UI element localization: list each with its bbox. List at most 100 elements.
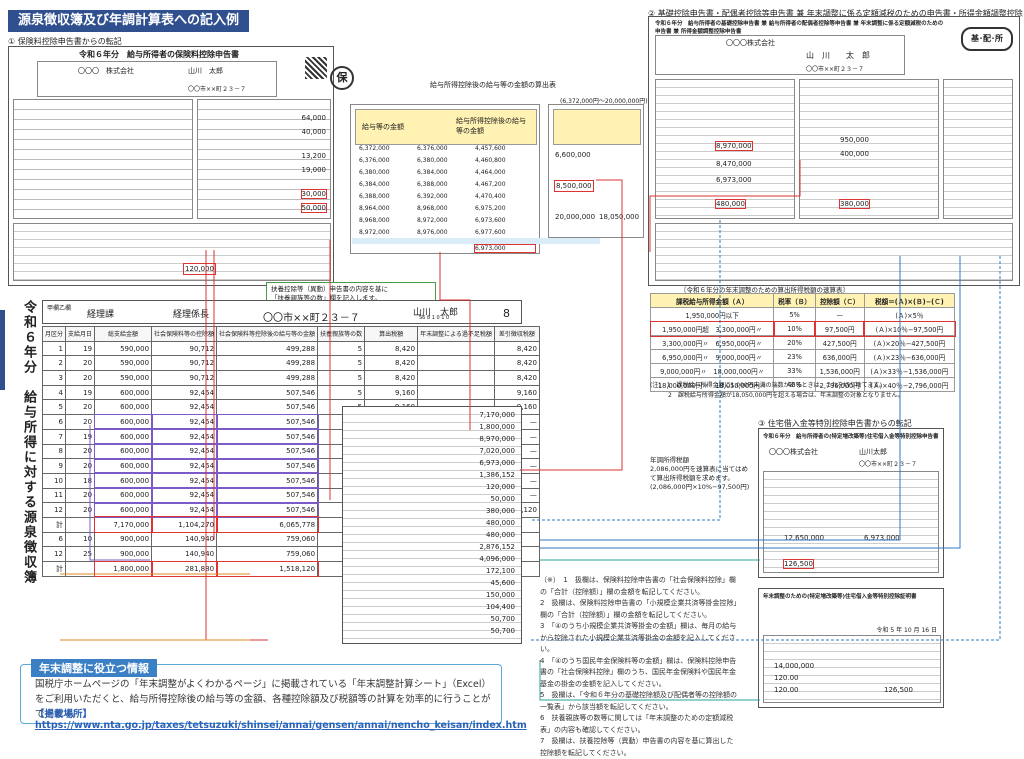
rate-cell: 40% [773, 377, 816, 392]
year-end-value: 2,876,152 [479, 543, 515, 551]
calc-sheet-title: 給与所得控除後の給与等の金額の算出表 [430, 81, 556, 89]
rate-header: 課税給与所得金額（Ａ） [649, 293, 775, 308]
ledger-cell: 8 [41, 443, 67, 460]
calc-cell: 8,972,000 [417, 217, 448, 224]
housing-issue-date: 令和 5 年 10 月 16 日 [876, 627, 937, 634]
calc-cell: 4,470,400 [475, 193, 506, 200]
insurance-company: 〇〇〇 株式会社 [78, 67, 134, 75]
calc-result: 6,973,000 [474, 244, 536, 253]
calc-cell: 8,964,000 [359, 205, 390, 212]
basic-amount: 380,000 [839, 199, 870, 209]
insurance-amount: 64,000 [301, 114, 327, 122]
section-3-label: ③ 住宅借入金等特別控除申告書からの転記 [758, 419, 912, 428]
rate-header: 控除額（Ｃ） [814, 293, 865, 308]
calc-cell: 6,392,000 [417, 193, 448, 200]
ledger-cell: 8,420 [364, 370, 419, 386]
badge-ki-hai-sho: 基･配･所 [961, 27, 1013, 51]
basic-name: 山 川 太 郎 [806, 51, 870, 60]
ledger-cell: 20 [65, 443, 96, 460]
ledger-cell: 18 [65, 472, 96, 489]
ledger-cell: 5 [317, 370, 366, 386]
year-end-value: 480,000 [486, 531, 515, 539]
note-item: 5 扱欄は、「令和６年分の基礎控除額及び配偶者等の控除額の一覧表」から該当額を転… [540, 691, 737, 711]
ledger-cell: 9 [41, 458, 67, 474]
insurance-amount: 13,200 [301, 152, 327, 160]
year-end-value: 45,600 [490, 579, 516, 587]
calc-bottom-right: 18,050,000 [599, 213, 640, 221]
ledger-cell: 600,000 [93, 487, 153, 504]
calc-cell: 4,460,800 [475, 157, 506, 164]
ledger-col: 月区分 [41, 326, 67, 342]
note-item: 7 扱欄は、扶養控除等（異動）申告書の内容を基に算出した控除額を転記してください… [540, 737, 734, 757]
rate-note-2: 2 課税給与所得金額が18,050,000円を超える場合は、年末調整の対象となり… [650, 392, 904, 399]
calc-header-label: 給与所得控除後の給与等の金額 [456, 117, 526, 135]
rate-cell: (Ａ)×40％−2,796,000円 [863, 377, 956, 392]
year-end-value: 150,000 [486, 591, 515, 599]
ledger-cell: 92,454 [151, 399, 218, 416]
ledger-cell: 5 [317, 355, 366, 372]
basic-amount: 400,000 [840, 150, 869, 158]
calc-row: 6,372,000 6,376,000 4,457,600 [355, 145, 535, 157]
ledger-cell: 507,546 [215, 413, 319, 431]
year-end-value: 7,170,000 [479, 411, 515, 419]
ledger-cell: 20 [65, 370, 96, 386]
basic-amount: 8,970,000 [715, 141, 753, 151]
insurance-amount: 40,000 [301, 128, 327, 136]
calc-sheet-left: 給与等の金額 給与所得控除後の給与等の金額 6,372,000 6,376,000… [350, 104, 540, 254]
calc-header-label: 給与等の金額 [362, 123, 404, 131]
basic-amount: 480,000 [715, 199, 746, 209]
calc-sheet-range: (6,372,000円～20,000,000円) [560, 98, 648, 105]
ledger-cell: 507,546 [216, 399, 319, 416]
rate-note-1: (注) 1 課税給与所得金額に1,000円未満の端数があるときは、これを切り捨て… [650, 382, 885, 389]
basic-form-header: 〇〇〇株式会社 山 川 太 郎 〇〇市××町２３－７ [655, 35, 905, 75]
ledger-cell: 3 [41, 370, 67, 386]
ledger-cell: 8,420 [493, 370, 540, 386]
ledger-cell: 140,940 [151, 546, 218, 562]
ledger-cell: 19 [65, 340, 96, 357]
housing-table: 12,650,000 6,973,000 126,500 [763, 471, 939, 573]
ledger-name: 山川 太郎 [413, 308, 459, 318]
year-end-value: 7,020,000 [479, 447, 515, 455]
basic-amount: 8,470,000 [716, 160, 752, 168]
calc-upper-left: 6,600,000 [555, 151, 591, 159]
housing-amount: 126,500 [783, 559, 814, 569]
ledger-cell: 90,712 [151, 370, 218, 386]
rate-row: 1,950,000円超 3,300,000円〃10%97,500円(Ａ)×10％… [649, 320, 956, 337]
calc-sheet-right: 6,600,000 8,500,000 20,000,000 18,050,00… [548, 104, 644, 238]
ledger-cell: 20 [65, 414, 96, 430]
calc-header-right [553, 109, 641, 145]
ledger-cell: 1 [41, 340, 67, 357]
info-url-link[interactable]: https://www.nta.go.jp/taxes/tetsuzuki/sh… [35, 720, 527, 731]
calc-sheet-highlight [352, 238, 600, 244]
info-box: 年末調整に役立つ情報 国税庁ホームページの「年末調整がよくわかるページ」に掲載さ… [20, 659, 527, 731]
year-end-value: 50,700 [490, 615, 516, 623]
calc-cell: 6,973,600 [475, 217, 506, 224]
insurance-earthquake-table: 64,000 40,000 13,200 19,000 30,000 50,00… [197, 99, 331, 219]
calc-cell: 8,972,000 [359, 229, 390, 236]
calc-cell: 6,388,000 [359, 193, 390, 200]
insurance-amount: 30,000 [300, 189, 327, 199]
rate-row: 18,000,000円〃 18,050,000円〃40%2,796,000円(Ａ… [649, 377, 956, 392]
calc-cell: 6,372,000 [359, 145, 390, 152]
calc-cell: 6,384,000 [417, 169, 448, 176]
calc-cell: 6,376,000 [417, 145, 448, 152]
basic-middle-panel: 950,000 400,000 380,000 [799, 79, 939, 219]
year-end-value: 50,700 [490, 627, 516, 635]
note-item: （※） 1 扱欄は、保険料控除申告書の「社会保険料控除」欄の「合計（控除額）」欄… [540, 576, 736, 596]
ledger-cell: 92,454 [150, 487, 218, 504]
ledger-cell: 20 [65, 487, 96, 504]
note-item: 3 「④のうち小規模企業共済等掛金の金額」欄は、毎月の給与から控除された小規模企… [540, 622, 737, 653]
ledger-cell: 2 [41, 355, 67, 372]
ledger-cell: 7 [41, 428, 67, 445]
calc-cell: 6,384,000 [359, 181, 390, 188]
calc-upper-right: 8,500,000 [554, 180, 594, 192]
year-end-value: 50,000 [490, 495, 516, 503]
qr-code-icon [305, 57, 327, 79]
calc-cell: 4,457,600 [475, 145, 506, 152]
ledger-cell: 1,800,000 [93, 560, 153, 578]
